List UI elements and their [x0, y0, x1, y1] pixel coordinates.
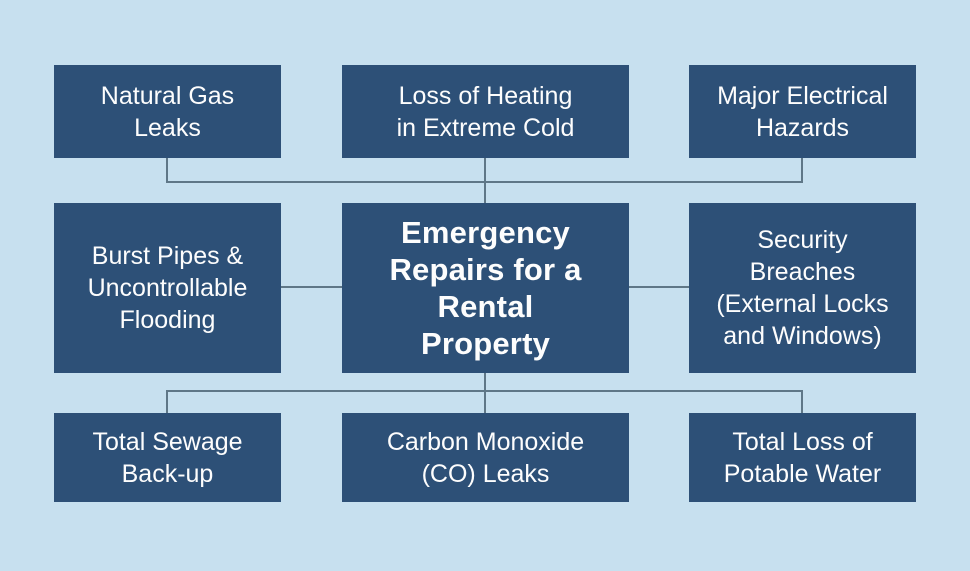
- connector-sewage-stub: [166, 390, 168, 414]
- connector-right-link: [629, 286, 690, 288]
- node-total-sewage-backup[interactable]: Total Sewage Back-up: [54, 413, 281, 502]
- node-security-breaches[interactable]: Security Breaches (External Locks and Wi…: [689, 203, 916, 373]
- node-major-electrical-hazards[interactable]: Major Electrical Hazards: [689, 65, 916, 158]
- connector-top-bus: [166, 181, 803, 183]
- node-loss-of-heating-label: Loss of Heating in Extreme Cold: [396, 81, 575, 142]
- connector-water-stub: [801, 390, 803, 414]
- node-carbon-monoxide-leaks[interactable]: Carbon Monoxide (CO) Leaks: [342, 413, 629, 502]
- node-carbon-monoxide-leaks-label: Carbon Monoxide (CO) Leaks: [386, 427, 585, 488]
- node-center-emergency-repairs[interactable]: Emergency Repairs for a Rental Property: [342, 203, 629, 373]
- connector-center-bottom-stub: [484, 373, 486, 414]
- node-loss-of-heating[interactable]: Loss of Heating in Extreme Cold: [342, 65, 629, 158]
- node-total-loss-potable-water[interactable]: Total Loss of Potable Water: [689, 413, 916, 502]
- connector-bottom-bus: [166, 390, 803, 392]
- node-natural-gas-leaks-label: Natural Gas Leaks: [100, 81, 235, 142]
- node-major-electrical-hazards-label: Major Electrical Hazards: [717, 81, 888, 142]
- node-burst-pipes-flooding-label: Burst Pipes & Uncontrollable Flooding: [87, 242, 248, 334]
- node-burst-pipes-flooding[interactable]: Burst Pipes & Uncontrollable Flooding: [54, 203, 281, 373]
- connector-left-link: [281, 286, 343, 288]
- connector-gas-stub: [166, 158, 168, 182]
- center-title-label: Emergency Repairs for a Rental Property: [389, 214, 582, 362]
- node-total-sewage-backup-label: Total Sewage Back-up: [92, 427, 243, 488]
- node-natural-gas-leaks[interactable]: Natural Gas Leaks: [54, 65, 281, 158]
- connector-electrical-stub: [801, 158, 803, 182]
- node-security-breaches-label: Security Breaches (External Locks and Wi…: [716, 226, 889, 350]
- node-total-loss-potable-water-label: Total Loss of Potable Water: [723, 427, 882, 488]
